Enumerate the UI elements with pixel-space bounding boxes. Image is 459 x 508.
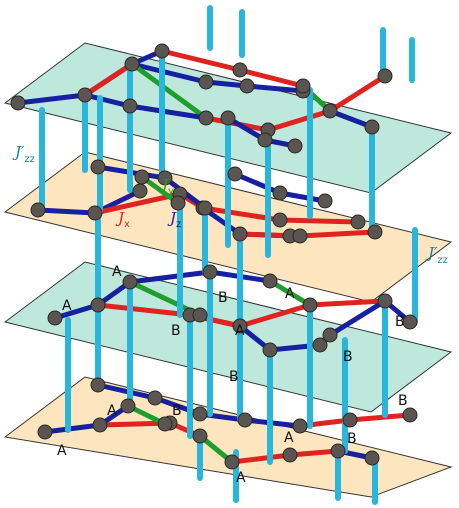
label-jx: Jx <box>115 209 130 230</box>
lattice-site <box>257 132 273 148</box>
site-label: B <box>347 431 357 447</box>
label-jzz-right: J′zz <box>425 244 448 266</box>
site-label: B <box>218 290 228 306</box>
lattice-site <box>377 68 393 84</box>
lattice-site <box>312 337 328 353</box>
lattice-site <box>30 202 46 218</box>
site-label: A <box>112 264 122 280</box>
lattice-site <box>232 62 248 78</box>
site-label: A <box>285 286 295 302</box>
lattice-site <box>198 110 214 126</box>
site-label: A <box>235 323 245 339</box>
lattice-site <box>92 417 108 433</box>
lattice-site <box>87 205 103 221</box>
lattice-site <box>232 226 248 242</box>
lattice-site <box>302 297 318 313</box>
lattice-site <box>90 377 106 393</box>
lattice-site <box>90 159 106 175</box>
plane-3 <box>3 261 453 413</box>
lattice-site <box>192 428 208 444</box>
lattice-site <box>37 424 53 440</box>
lattice-site <box>197 200 213 216</box>
lattice-site <box>227 166 243 182</box>
lattice-site <box>364 119 380 135</box>
site-label: B <box>395 314 405 330</box>
bond-x-chain <box>187 298 388 329</box>
bond-x-chain <box>82 61 135 98</box>
lattice-site <box>120 398 136 414</box>
lattice-site <box>202 264 218 280</box>
label-jz: Jz <box>167 209 181 230</box>
lattice-site <box>90 297 106 313</box>
lattice-site <box>292 418 308 434</box>
lattice-site <box>232 318 248 334</box>
bond-z-chain <box>127 269 273 285</box>
bond-y <box>129 61 209 121</box>
lattice-site <box>364 450 380 466</box>
lattice-site <box>157 416 173 432</box>
lattice-site <box>154 43 170 59</box>
lattice-site <box>237 412 253 428</box>
lattice-site <box>282 447 298 463</box>
lattice-site <box>147 390 163 406</box>
lattice-site <box>402 407 418 423</box>
lattice-site <box>262 342 278 358</box>
lattice-site <box>134 169 150 185</box>
sites <box>10 43 418 470</box>
lattice-site <box>122 98 138 114</box>
lattice-site <box>272 185 288 201</box>
lattice-site <box>317 193 333 209</box>
site-label: B <box>171 323 181 339</box>
lattice-site <box>272 212 288 228</box>
site-label: A <box>236 470 246 486</box>
lattice-site <box>402 314 418 330</box>
sublattice-labels: A A B A B A B B B A B B A A B A <box>57 264 408 486</box>
bond-z-chain <box>129 61 306 94</box>
site-label: B <box>398 393 408 409</box>
site-label: A <box>284 430 294 446</box>
label-jy: Jy <box>159 176 174 197</box>
lattice-site <box>77 87 93 103</box>
lattice-site <box>47 310 63 326</box>
lattice-site <box>122 274 138 290</box>
lattice-site <box>224 454 240 470</box>
bond-y <box>267 278 313 308</box>
interlayer-bonds-up-1 <box>207 5 415 83</box>
lattice-site <box>262 273 278 289</box>
lattice-site <box>342 412 358 428</box>
lattice-site <box>124 56 140 72</box>
site-label: B <box>343 349 353 365</box>
label-jzz-left: J′zz <box>12 143 35 165</box>
site-label: B <box>172 403 182 419</box>
lattice-site <box>287 138 303 154</box>
lattice-site <box>295 78 311 94</box>
interlayer-bonds <box>39 48 418 465</box>
lattice-site <box>367 224 383 240</box>
lattice-site <box>192 307 208 323</box>
lattice-site <box>170 195 186 211</box>
lattice-site <box>350 214 366 230</box>
lattice-site <box>292 228 308 244</box>
lattice-site <box>192 406 208 422</box>
lattice-site <box>10 95 26 111</box>
site-label: A <box>57 443 67 459</box>
site-label: A <box>62 298 72 314</box>
site-label: B <box>229 369 239 385</box>
lattice-site <box>132 183 148 199</box>
lattice-site <box>220 110 236 126</box>
coupling-labels: J′zz J′zz Jx Jy Jz <box>12 143 448 266</box>
lattice-site <box>239 78 255 94</box>
lattice-site <box>157 170 173 186</box>
site-label: A <box>107 403 117 419</box>
lattice-site <box>330 443 346 459</box>
lattice-site <box>198 74 214 90</box>
lattice-site <box>322 327 338 343</box>
lattice-site <box>322 103 338 119</box>
lattice-site <box>377 293 393 309</box>
